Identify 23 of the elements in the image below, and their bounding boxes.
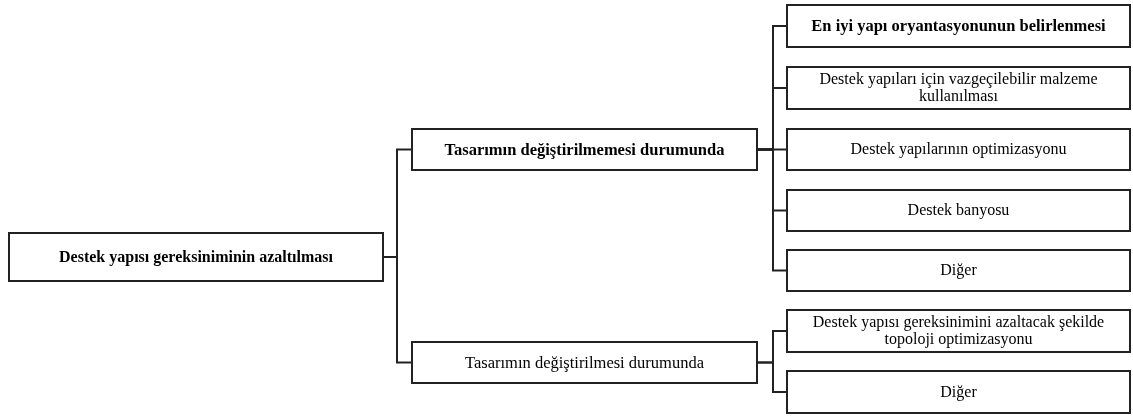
text-box bbox=[786, 66, 1131, 110]
box-label: Destek yapısı gereksinimini azaltacak şekilde topoloji optimizasyonu bbox=[811, 314, 1106, 348]
box-label: Diğer bbox=[940, 383, 977, 401]
text-box bbox=[786, 189, 1131, 232]
box-label: Tasarımın değiştirilmemesi durumunda bbox=[444, 140, 725, 159]
box-label: Diğer bbox=[940, 262, 977, 279]
connector-line bbox=[757, 148, 787, 272]
box-label: En iyi yapı oryantasyonunun belirlenmesi bbox=[811, 17, 1106, 35]
box-label: Destek banyosu bbox=[907, 202, 1010, 219]
text-box bbox=[786, 4, 1131, 48]
connector-line bbox=[757, 361, 787, 393]
box-label: Tasarımın değiştirilmesi durumunda bbox=[465, 353, 704, 372]
box-label: Destek yapıları için vazgeçilebilir malzeme kullanılması bbox=[818, 71, 1099, 105]
box-label: Destek yapısı gereksiniminin azaltılması bbox=[59, 248, 333, 266]
text-box bbox=[411, 128, 758, 171]
connector-line bbox=[383, 256, 412, 364]
text-box bbox=[411, 341, 758, 384]
text-box bbox=[786, 370, 1131, 414]
text-box bbox=[786, 128, 1131, 171]
text-box bbox=[8, 232, 384, 282]
box-label: Destek yapılarının optimizasyonu bbox=[850, 141, 1067, 158]
text-box bbox=[786, 309, 1131, 353]
text-box bbox=[786, 249, 1131, 292]
